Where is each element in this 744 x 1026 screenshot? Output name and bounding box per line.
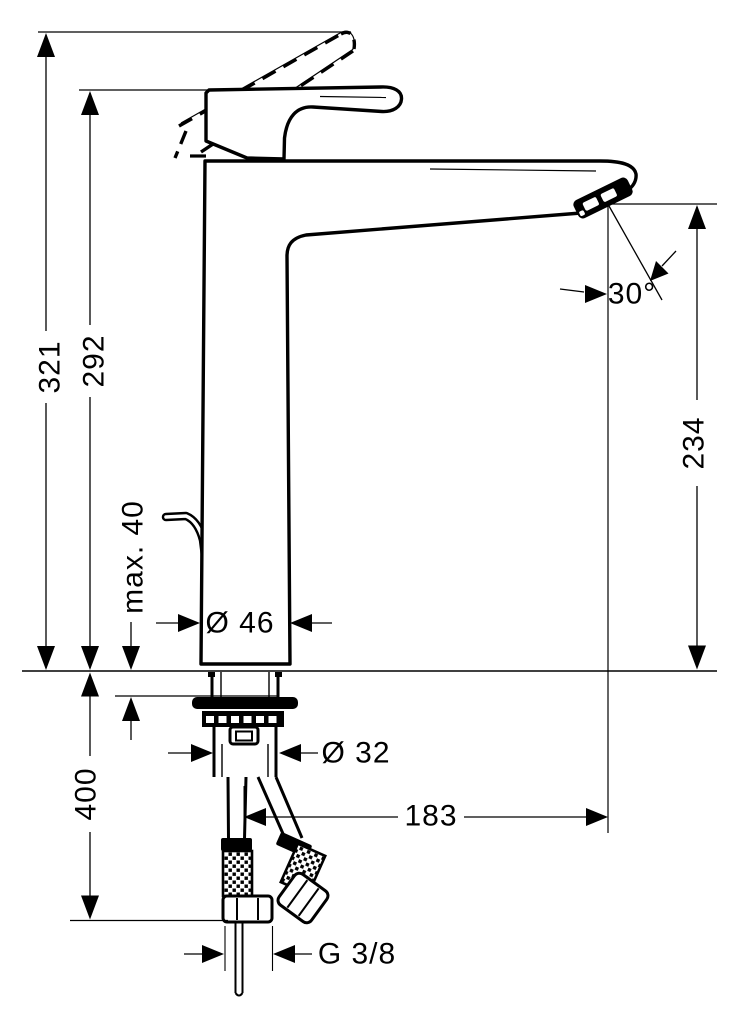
mounting-hardware <box>192 672 298 777</box>
faucet-body <box>199 85 638 666</box>
pullrod-knob <box>161 511 211 569</box>
mounting-surface <box>22 670 717 697</box>
spray-angle-line <box>608 205 663 301</box>
dim-max-mounting-thickness: max. 40 <box>117 500 150 740</box>
lever-handle <box>204 85 404 161</box>
drain-fitting <box>228 725 260 746</box>
dim-spout-height-234: 234 <box>612 203 717 670</box>
dim-connection-thread-g38: G 3/8 <box>184 926 396 971</box>
supply-hose-right <box>256 776 304 839</box>
dim-total-height-321: 321 <box>34 31 351 670</box>
pull-rod-lower <box>234 922 244 997</box>
supply-hoses <box>221 776 330 997</box>
hose-nut-right <box>276 871 330 925</box>
mounting-nut <box>202 711 284 727</box>
label-below-counter-clearance: 400 <box>70 767 103 820</box>
dim-below-counter-400: 400 <box>70 672 228 922</box>
label-max-mounting-thickness: max. 40 <box>117 500 150 614</box>
spout-top-detail-line <box>429 168 597 172</box>
dim-lever-height-292: 292 <box>78 89 209 670</box>
dim-spray-angle-30: 30° <box>559 204 677 833</box>
dim-body-diameter-46: Ø 46 <box>156 607 332 640</box>
dim-spout-reach-183: 183 <box>244 800 608 833</box>
label-spout-reach: 183 <box>404 800 457 833</box>
dimensions: 321 292 max. 40 Ø 46 <box>34 31 717 971</box>
sealing-gasket <box>192 697 298 709</box>
label-shank-diameter: Ø 32 <box>321 737 390 770</box>
label-spray-angle: 30° <box>608 278 656 311</box>
label-connection-thread: G 3/8 <box>318 938 396 971</box>
label-total-height: 321 <box>34 340 67 393</box>
hose-collar-left <box>221 838 252 851</box>
label-spout-height: 234 <box>678 416 711 469</box>
aerator <box>573 177 633 219</box>
shaft-tick-left <box>208 672 215 677</box>
mounting-shaft <box>210 672 280 697</box>
label-lever-height: 292 <box>78 334 111 387</box>
body-spout-outline <box>199 159 638 666</box>
shaft-tick-right <box>275 672 282 677</box>
lever-detail-line <box>319 95 387 99</box>
supply-hose-left <box>226 776 248 840</box>
threaded-shank <box>212 727 278 777</box>
hose-nut-left <box>221 894 274 924</box>
dim-shank-diameter-32: Ø 32 <box>168 737 390 770</box>
hose-braid-left <box>221 849 254 898</box>
label-body-diameter: Ø 46 <box>205 607 274 640</box>
